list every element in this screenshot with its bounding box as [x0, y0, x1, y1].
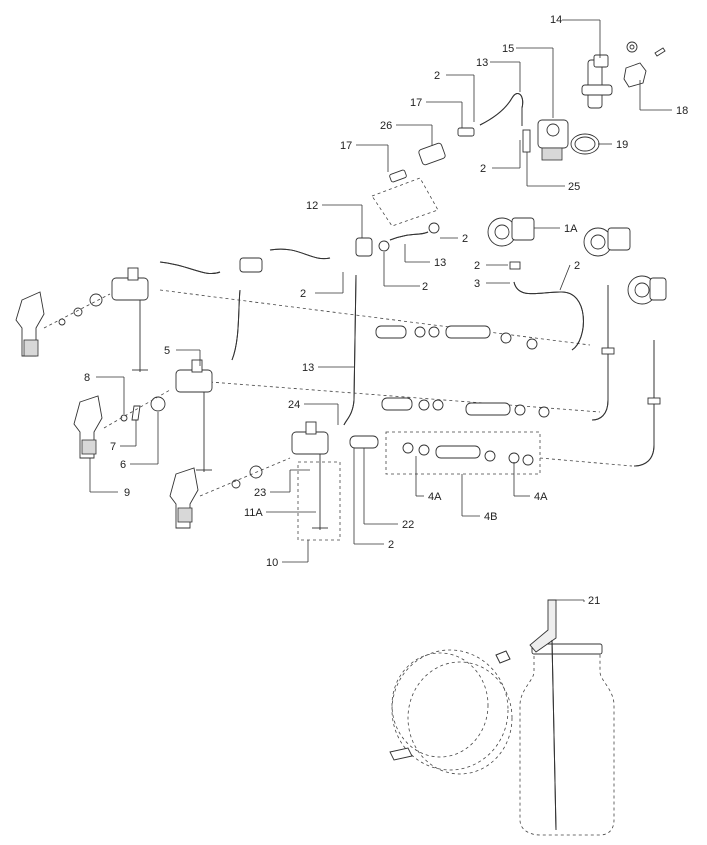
callout-13: 13 [302, 362, 314, 374]
callout-11a: 11A [244, 507, 263, 519]
callout-9: 9 [124, 487, 130, 499]
callout-4a: 4A [428, 491, 442, 503]
callout-2: 2 [388, 539, 394, 551]
middle-piping [159, 204, 633, 467]
callout-2: 2 [462, 233, 468, 245]
callout-25: 25 [568, 181, 580, 193]
callout-19: 19 [616, 139, 628, 151]
callout-8: 8 [84, 372, 90, 384]
callout-2: 2 [422, 281, 428, 293]
callout-1a: 1A [564, 223, 578, 235]
callout-13: 13 [434, 257, 446, 269]
callout-labels: 14 15 13 2 17 18 26 17 19 2 25 12 2 1A 1… [84, 14, 688, 607]
callout-18: 18 [676, 105, 688, 117]
right-assembly [486, 217, 667, 467]
callout-14: 14 [550, 14, 562, 26]
callout-2: 2 [474, 260, 480, 272]
callout-6: 6 [120, 459, 126, 471]
dispense-lines [304, 325, 550, 525]
bottle-assembly [389, 599, 615, 836]
callout-5: 5 [164, 345, 170, 357]
callout-12: 12 [306, 200, 318, 212]
callout-26: 26 [380, 120, 392, 132]
callout-22: 22 [402, 519, 414, 531]
callout-4a: 4A [534, 491, 548, 503]
callout-21: 21 [588, 595, 600, 607]
pump-head-assembly [356, 19, 672, 227]
faucet-assemblies [15, 267, 384, 563]
callout-24: 24 [288, 399, 300, 411]
callout-10: 10 [266, 557, 278, 569]
callout-13: 13 [476, 57, 488, 69]
callout-7: 7 [110, 441, 116, 453]
callout-17: 17 [340, 140, 352, 152]
callout-23: 23 [254, 487, 266, 499]
callout-2: 2 [574, 260, 580, 272]
callout-4b: 4B [484, 511, 497, 523]
callout-2: 2 [434, 70, 440, 82]
callout-2: 2 [480, 163, 486, 175]
callout-15: 15 [502, 43, 514, 55]
callout-3: 3 [474, 278, 480, 290]
callout-17: 17 [410, 97, 422, 109]
callout-2: 2 [300, 288, 306, 300]
